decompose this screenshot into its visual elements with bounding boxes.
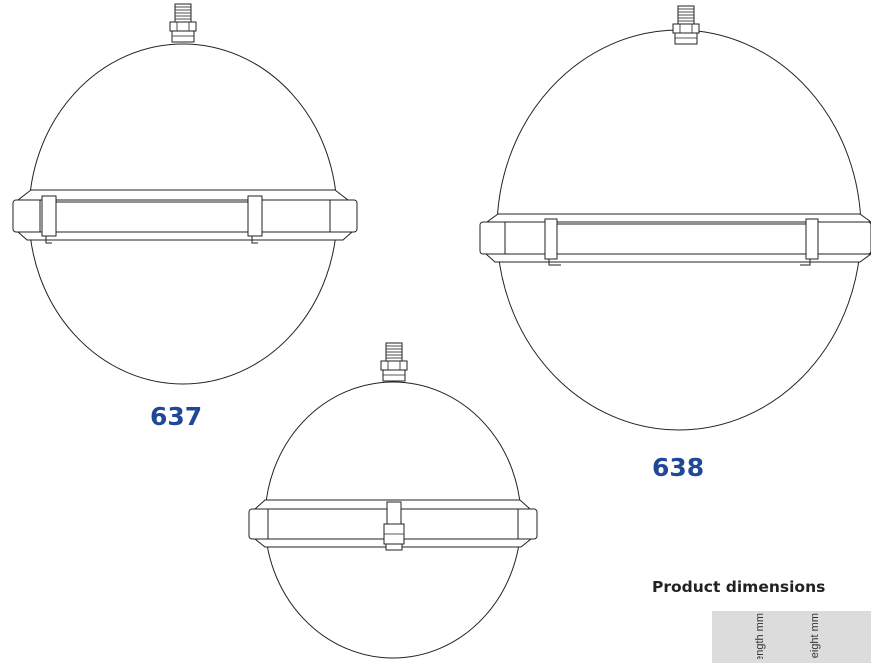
collar-center xyxy=(248,499,538,551)
dimensions-title: Product dimensions xyxy=(652,578,826,596)
collar-638 xyxy=(479,213,871,266)
collar-637 xyxy=(12,189,358,244)
dimensions-header-height: Height mm xyxy=(808,613,822,659)
model-label-638: 638 xyxy=(652,453,705,482)
dimensions-header-height-label: Height mm xyxy=(809,613,821,659)
dimensions-header-length: Length mm xyxy=(753,613,767,659)
globe-center xyxy=(248,342,538,659)
model-label-637: 637 xyxy=(150,402,203,431)
globe-638 xyxy=(479,5,871,431)
dimensions-table-header: Length mm Height mm xyxy=(712,611,871,663)
globe-637 xyxy=(12,3,358,385)
dimensions-header-length-label: Length mm xyxy=(754,613,766,659)
